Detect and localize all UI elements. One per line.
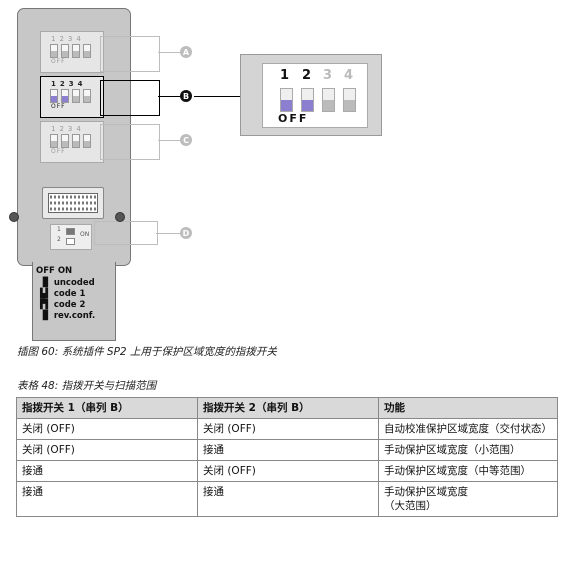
legend-label: code 1 (53, 289, 86, 299)
dip-switch (50, 134, 58, 148)
leader-line-b-zoom (194, 96, 240, 97)
off-label: OFF (51, 103, 66, 110)
zoom-switch-2 (301, 88, 314, 112)
legend-label: code 2 (53, 300, 86, 310)
dip-switch-row-b: 1234 OFF (40, 76, 104, 118)
switch-numbers: 1234 (51, 35, 85, 43)
zoom-number-1: 1 (280, 68, 290, 83)
dip-switch (83, 44, 91, 58)
system-plugin-tail (32, 262, 116, 341)
legend-label: rev.conf. (53, 311, 96, 321)
zoom-number-4: 4 (344, 68, 354, 83)
switch-state-icon: ▙▌ (40, 289, 51, 299)
mounting-screw-right (115, 212, 125, 222)
dip-switch-2 (61, 89, 69, 103)
callout-frame-c (100, 124, 160, 160)
dip-switch-d-1 (66, 228, 75, 235)
zoom-switch-3 (322, 88, 335, 112)
table-row: 接通 关闭 (OFF) 手动保护区域宽度（中等范围） (16, 460, 558, 482)
legend-list: ▐▌ uncoded ▙▌ code 1 ▛▌ code 2 ▐▌ rev.co… (40, 278, 95, 322)
legend-row-revconf: ▐▌ rev.conf. (40, 311, 95, 322)
legend-row-code1: ▙▌ code 1 (40, 289, 95, 300)
dip-switch (61, 44, 69, 58)
zoom-off-label: OFF (278, 112, 309, 125)
zoom-number-2: 2 (302, 68, 312, 83)
connector-pins (48, 193, 98, 213)
switch-numbers: 1234 (51, 80, 87, 88)
dip-switch-row-a: 1234 OFF (40, 31, 104, 73)
switch-numbers: 1234 (51, 125, 85, 133)
dip-switch-d-2 (66, 238, 75, 245)
table-header-row: 指拨开关 1（串列 B） 指拨开关 2（串列 B） 功能 (16, 397, 558, 419)
table-cell: 关闭 (OFF) (197, 418, 379, 440)
callout-badge-c: C (180, 134, 192, 146)
d-switch-on-label: ON (80, 231, 90, 238)
table-cell: 手动保护区域宽度（中等范围） (378, 460, 558, 482)
column-header-switch-2: 指拨开关 2（串列 B） (197, 397, 379, 419)
leader-line-c (158, 140, 180, 141)
leader-line-a (158, 52, 180, 53)
callout-frame-b (100, 80, 160, 116)
legend-on-label: ON (57, 266, 73, 276)
callout-badge-a: A (180, 46, 192, 58)
table-row: 关闭 (OFF) 接通 手动保护区域宽度（小范围） (16, 439, 558, 461)
table-row: 关闭 (OFF) 关闭 (OFF) 自动校准保护区域宽度（交付状态） (16, 418, 558, 440)
legend-row-uncoded: ▐▌ uncoded (40, 278, 95, 289)
dip-switch (72, 44, 80, 58)
table-cell: 手动保护区域宽度（小范围） (378, 439, 558, 461)
table-caption: 表格 48: 指拨开关与扫描范围 (17, 380, 157, 392)
dip-switch-1 (50, 89, 58, 103)
off-label: OFF (51, 58, 66, 65)
leader-line-d (156, 233, 180, 234)
dip-switch (50, 44, 58, 58)
legend-header: OFF ON (36, 266, 72, 277)
legend-row-code2: ▛▌ code 2 (40, 300, 95, 311)
dip-switch-4 (83, 89, 91, 103)
callout-badge-b: B (180, 90, 192, 102)
callout-frame-a (100, 36, 160, 72)
table-cell: 接通 (197, 439, 379, 461)
table-cell: 手动保护区域宽度 （大范围） (378, 481, 558, 517)
table-cell: 自动校准保护区域宽度（交付状态） (378, 418, 558, 440)
leader-line-b (158, 96, 180, 97)
switch-state-icon: ▐▌ (40, 278, 51, 288)
table-cell: 关闭 (OFF) (16, 439, 198, 461)
zoom-number-3: 3 (323, 68, 333, 83)
switch-state-icon: ▐▌ (40, 311, 51, 321)
legend-label: uncoded (53, 278, 95, 288)
table-cell: 接通 (16, 460, 198, 482)
column-header-function: 功能 (378, 397, 558, 419)
callout-badge-d: D (180, 227, 192, 239)
zoom-switch-1 (280, 88, 293, 112)
dip-switch (72, 134, 80, 148)
mounting-screw-left (9, 212, 19, 222)
switch-range-table: 指拨开关 1（串列 B） 指拨开关 2（串列 B） 功能 关闭 (OFF) 关闭… (16, 397, 558, 517)
legend-off-label: OFF (36, 266, 55, 276)
table-row: 接通 接通 手动保护区域宽度 （大范围） (16, 481, 558, 517)
switch-state-icon: ▛▌ (40, 300, 51, 310)
off-label: OFF (51, 148, 66, 155)
dip-switch (83, 134, 91, 148)
d-switch-number-2: 2 (57, 236, 61, 243)
table-cell: 接通 (16, 481, 198, 517)
dip-switch-3 (72, 89, 80, 103)
dip-switch-row-c: 1234 OFF (40, 121, 104, 163)
table-cell: 接通 (197, 481, 379, 517)
d-switch-number-1: 1 (57, 226, 61, 233)
callout-frame-d (94, 221, 158, 245)
figure-caption: 插图 60: 系统插件 SP2 上用于保护区域宽度的指拨开关 (17, 346, 277, 358)
table-cell: 关闭 (OFF) (16, 418, 198, 440)
zoom-switch-4 (343, 88, 356, 112)
dip-switch (61, 134, 69, 148)
column-header-switch-1: 指拨开关 1（串列 B） (16, 397, 198, 419)
table-cell: 关闭 (OFF) (197, 460, 379, 482)
